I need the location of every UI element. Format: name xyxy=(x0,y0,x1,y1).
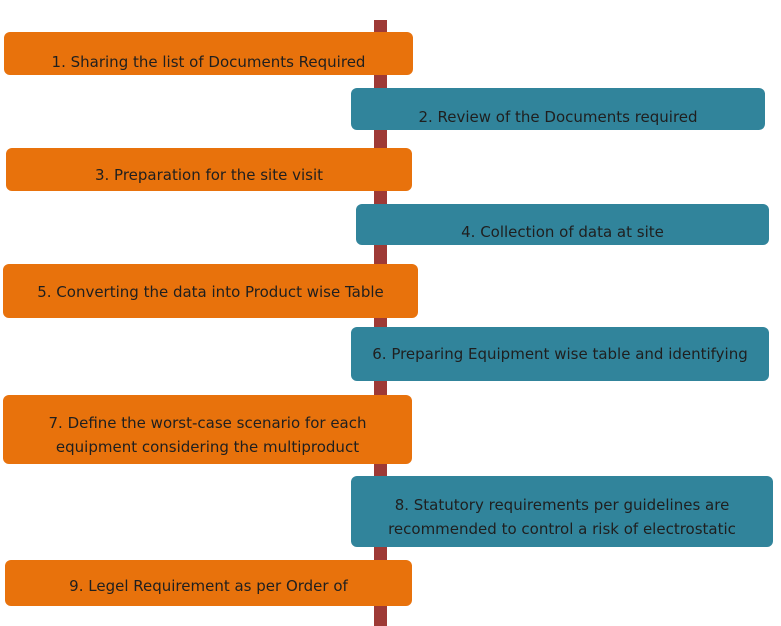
step-3-box: 3. Preparation for the site visit xyxy=(6,148,412,191)
step-9-label: 9. Legel Requirement as per Order of xyxy=(69,577,348,595)
step-6-box: 6. Preparing Equipment wise table and id… xyxy=(351,327,769,381)
step-8-label: 8. Statutory requirements per guidelines… xyxy=(388,496,736,538)
step-5-box: 5. Converting the data into Product wise… xyxy=(3,264,418,318)
step-5-label: 5. Converting the data into Product wise… xyxy=(37,283,384,301)
step-4-label: 4. Collection of data at site xyxy=(461,223,664,241)
step-1-label: 1. Sharing the list of Documents Require… xyxy=(51,53,366,71)
step-7-label: 7. Define the worst-case scenario for ea… xyxy=(48,414,367,456)
step-6-label: 6. Preparing Equipment wise table and id… xyxy=(372,345,748,363)
step-2-box: 2. Review of the Documents required xyxy=(351,88,765,130)
step-8-box: 8. Statutory requirements per guidelines… xyxy=(351,476,773,547)
step-4-box: 4. Collection of data at site xyxy=(356,204,769,245)
step-9-box: 9. Legel Requirement as per Order of xyxy=(5,560,412,606)
step-7-box: 7. Define the worst-case scenario for ea… xyxy=(3,395,412,464)
step-2-label: 2. Review of the Documents required xyxy=(418,108,698,126)
step-1-box: 1. Sharing the list of Documents Require… xyxy=(4,32,413,75)
step-3-label: 3. Preparation for the site visit xyxy=(94,166,324,184)
